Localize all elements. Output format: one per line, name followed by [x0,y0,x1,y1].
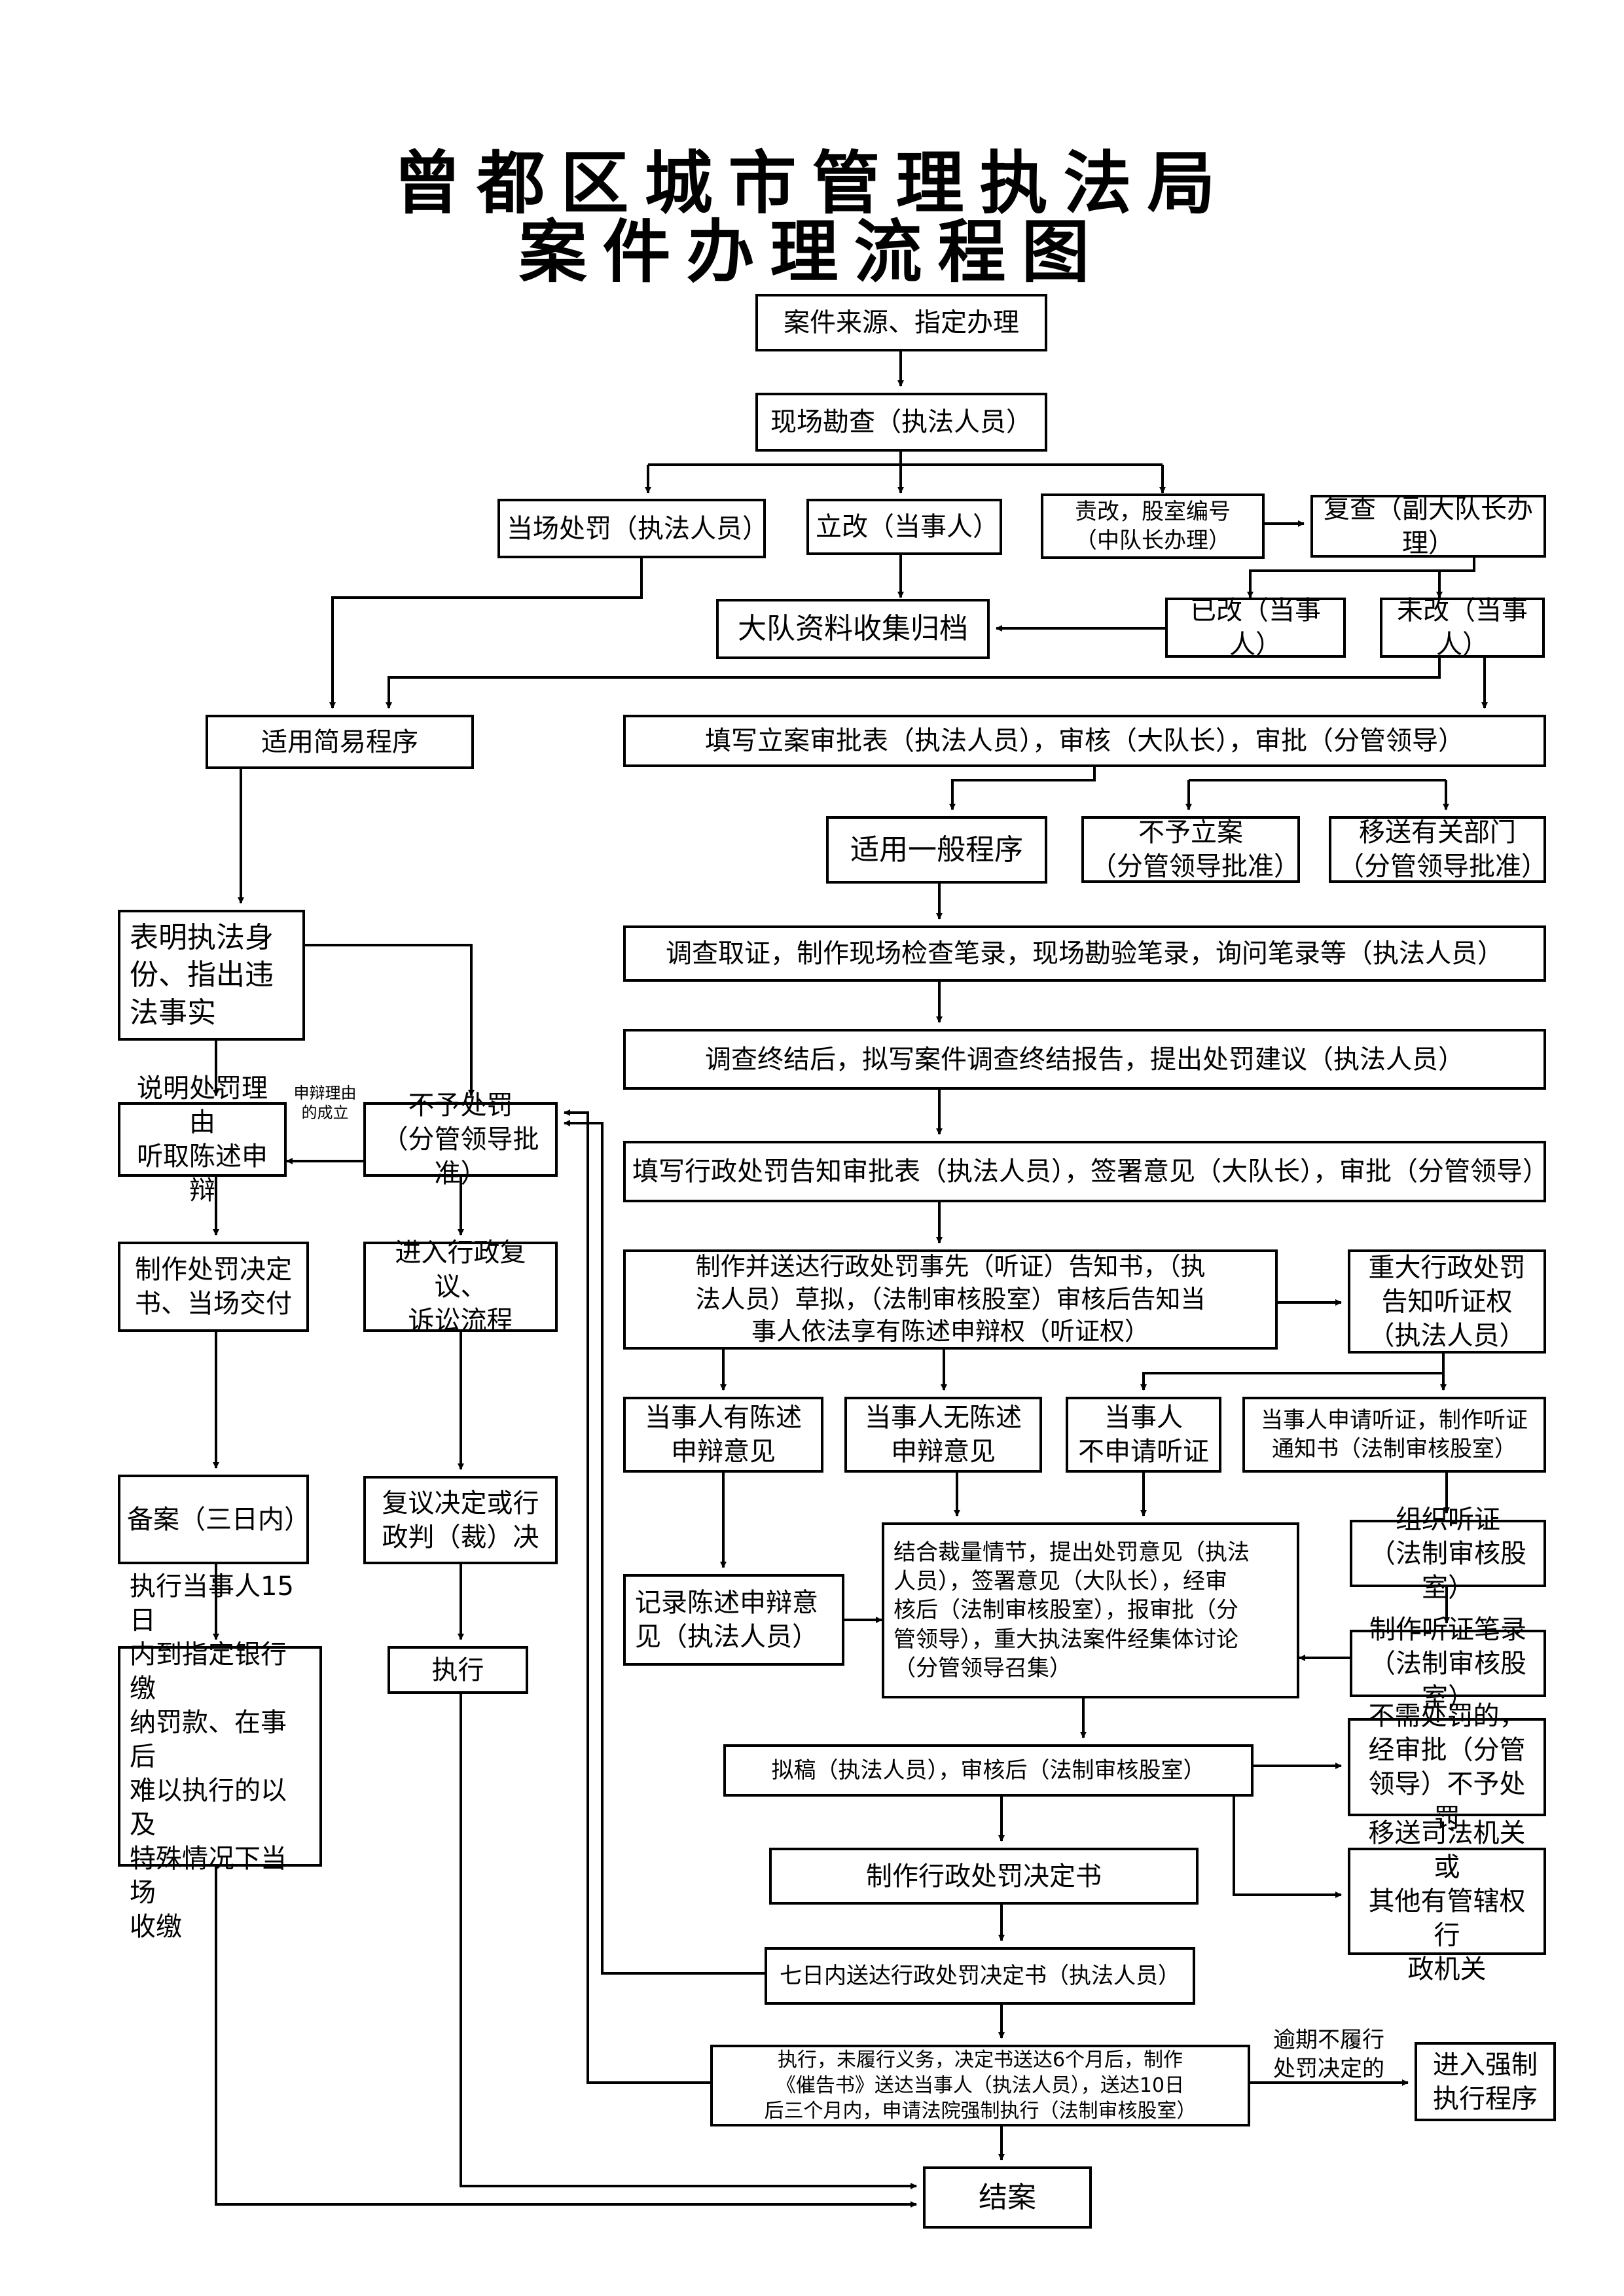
node-case-source: 案件来源、指定办理 [755,294,1047,351]
node-corrected: 已改（当事人） [1165,596,1346,660]
node-make-penalty-decision: 制作行政处罚决定书 [769,1848,1199,1905]
node-party-hearing: 当事人申请听证，制作听证 通知书（法制审核股室） [1242,1397,1546,1473]
node-immediate-fix: 立改（当事人） [806,499,1002,555]
node-no-penalty: 不予处罚 （分管领导批准） [363,1090,558,1189]
node-party-no-hearing: 当事人 不申请听证 [1066,1397,1221,1473]
node-no-penalty-needed: 不需处罚的， 经审批（分管 领导）不予处罚 [1348,1701,1546,1833]
node-record-filing: 备案（三日内） [118,1475,310,1564]
node-make-decision-doc: 制作处罚决定 书、当场交付 [118,1242,309,1332]
node-prior-notice: 制作并送达行政处罚事先（听证）告知书，（执 法人员）草拟，（法制审核股室）审核后… [623,1249,1278,1350]
label-defense-established: 申辩理由 的成立 [293,1084,357,1122]
node-forced-execution: 进入强制 执行程序 [1415,2042,1556,2121]
diagram-title-line2: 案件办理流程图 [518,211,1106,292]
node-no-filing: 不予立案 （分管领导批准） [1081,816,1300,883]
node-transfer-dept: 移送有关部门 （分管领导批准） [1329,816,1547,883]
node-record-defense: 记录陈述申辩意 见（执法人员） [623,1574,844,1666]
node-combine-penalty: 结合裁量情节，提出处罚意见（执法 人员），签署意见（大队长），经审 核后（法制审… [882,1522,1299,1698]
node-draft: 拟稿（执法人员），审核后（法制审核股室） [723,1744,1254,1797]
node-filing-approval: 填写立案审批表（执法人员），审核（大队长），审批（分管领导） [623,715,1546,767]
node-party-no-opinion: 当事人无陈述 申辩意见 [844,1397,1042,1473]
node-execute: 执行 [388,1646,528,1694]
node-review-litigation: 进入行政复议、 诉讼流程 [363,1238,558,1336]
node-execute-15days: 执行当事人15日 内到指定银行缴 纳罚款、在事后 难以执行的以及 特殊情况下当场… [118,1571,322,1942]
node-major-hearing-right: 重大行政处罚 告知听证权 （执法人员） [1348,1249,1546,1354]
node-deliver-decision: 七日内送达行政处罚决定书（执法人员） [765,1947,1195,2005]
node-recheck: 复查（副大队长办理） [1310,494,1546,558]
node-transfer-judicial: 移送司法机关或 其他有管辖权行 政机关 [1348,1818,1546,1984]
node-review-decision: 复议决定或行 政判（裁）决 [363,1476,558,1564]
node-archive: 大队资料收集归档 [716,599,990,659]
node-enforce: 执行，未履行义务，决定书送达6个月后，制作 《催告书》送达当事人（执法人员），送… [710,2045,1250,2126]
node-investigation-report: 调查终结后，拟写案件调查终结报告，提出处罚建议（执法人员） [623,1029,1546,1090]
node-organize-hearing: 组织听证 （法制审核股室） [1350,1505,1546,1603]
node-notice-approval: 填写行政处罚告知审批表（执法人员），签署意见（大队长），审批（分管领导） [623,1141,1549,1202]
node-investigate: 调查取证，制作现场检查笔录，现场勘验笔录，询问笔录等（执法人员） [623,925,1546,982]
node-make-hearing-record: 制作听证笔录 （法制审核股室） [1350,1615,1546,1713]
node-explain-reasons: 说明处罚理由 听取陈述申辩 [118,1073,287,1206]
node-not-corrected: 未改（当事人） [1380,596,1545,660]
label-overdue: 逾期不履行 处罚决定的 [1273,2027,1384,2083]
node-simple-procedure: 适用简易程序 [206,715,474,769]
node-party-has-opinion: 当事人有陈述 申辩意见 [623,1397,823,1473]
node-on-spot-penalty: 当场处罚（执法人员） [497,499,768,558]
node-order-correction: 责改，股室编号 （中队长办理） [1041,493,1265,559]
diagram-title-line1: 曾都区城市管理执法局 [393,143,1231,223]
node-general-procedure: 适用一般程序 [826,816,1047,884]
node-show-identity: 表明执法身 份、指出违 法事实 [118,910,305,1041]
node-close-case: 结案 [923,2166,1092,2229]
node-site-survey: 现场勘查（执法人员） [755,393,1047,452]
